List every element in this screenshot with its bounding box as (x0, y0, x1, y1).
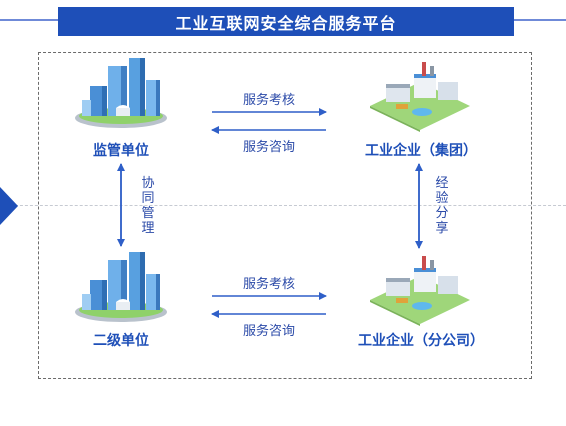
city-buildings-icon (75, 58, 167, 128)
factory-icon (370, 62, 470, 132)
edge-bottom-assess-label: 服务考核 (242, 277, 296, 292)
edge-top-consult-label: 服务咨询 (242, 140, 296, 155)
title-rule-left (0, 19, 58, 21)
edge-bottom-consult-label: 服务咨询 (242, 324, 296, 339)
city-buildings-icon-secondary (75, 252, 167, 322)
node-secondary-label: 二级单位 (93, 333, 149, 349)
title-rule-right (514, 19, 566, 21)
node-group-label: 工业企业（集团） (365, 143, 477, 159)
diagram-frame (38, 52, 532, 379)
factory-icon-branch (370, 256, 470, 326)
edge-left-vertical-label: 协同管理 (141, 176, 155, 236)
node-regulator-label: 监管单位 (93, 143, 149, 159)
edge-right-vertical-label: 经验分享 (435, 176, 449, 236)
node-branch-label: 工业企业（分公司） (358, 333, 484, 349)
edge-top-assess-label: 服务考核 (242, 93, 296, 108)
center-divider (0, 205, 566, 206)
side-arrow-icon (0, 187, 18, 225)
platform-title: 工业互联网安全综合服务平台 (58, 7, 514, 36)
